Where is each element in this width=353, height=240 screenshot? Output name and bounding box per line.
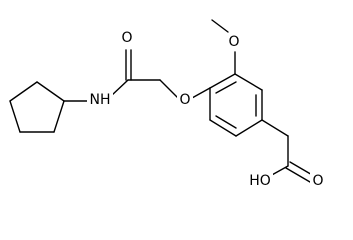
- benzene-ring: [209, 73, 263, 137]
- bond: [9, 100, 21, 133]
- methoxy-group: [211, 19, 236, 75]
- ether-oxygen-label: O: [179, 92, 190, 108]
- label-background: [226, 33, 242, 51]
- label-background: [310, 171, 326, 189]
- bond: [53, 100, 65, 133]
- label-background: [247, 172, 273, 190]
- amide-nitrogen-label: NH: [90, 92, 111, 108]
- acid-carbonyl-oxygen-label: O: [312, 173, 323, 189]
- bond: [209, 119, 237, 137]
- bond: [234, 73, 263, 91]
- bond: [159, 79, 179, 99]
- amide-linker: [63, 49, 211, 102]
- bond: [36, 81, 65, 102]
- amide-carbonyl-oxygen-label: O: [121, 30, 132, 46]
- bond: [191, 87, 211, 99]
- double-bond: [285, 167, 311, 183]
- bond: [211, 19, 229, 33]
- bond: [209, 73, 236, 89]
- acid-hydroxyl-label: HO: [249, 173, 271, 189]
- label-background: [87, 91, 113, 109]
- label-background: [119, 28, 135, 46]
- label-background: [177, 91, 193, 109]
- bond: [110, 79, 129, 97]
- molecule-structure-diagram: O NH O O O HO: [9, 19, 326, 190]
- methoxy-oxygen-label: O: [228, 34, 239, 50]
- aromatic-inner-bond: [215, 115, 237, 129]
- bond: [9, 81, 38, 102]
- bond: [235, 119, 263, 137]
- carboxylic-acid-group: [261, 119, 315, 183]
- aromatic-inner-bond: [215, 81, 237, 94]
- bond: [261, 119, 289, 137]
- cyclopentyl-ring: [9, 81, 65, 133]
